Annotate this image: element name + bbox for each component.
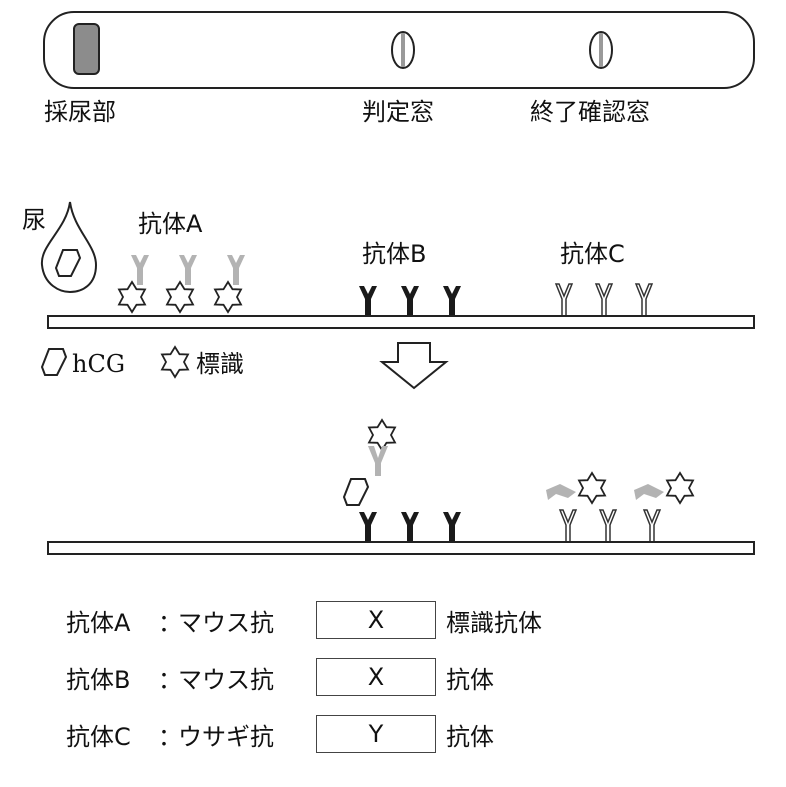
row-suffix: 標識抗体 — [446, 608, 542, 637]
sandwich-complex — [343, 419, 396, 506]
label-urine: 尿 — [22, 206, 46, 234]
marker-star-icon — [578, 472, 606, 504]
arrow-down-icon — [379, 342, 449, 390]
marker-star-icon — [368, 419, 396, 451]
marker-star-icon — [666, 472, 694, 504]
antibody-b-group — [359, 286, 461, 316]
sample-pad — [73, 23, 100, 75]
marker-star-icon — [166, 281, 194, 313]
urine-drop-icon — [40, 201, 98, 294]
label-antibody-b: 抗体B — [362, 240, 426, 268]
completion-window — [589, 31, 613, 69]
marker-star-icon — [161, 346, 189, 378]
antibody-row-a: 抗体A ： マウス抗 X 標識抗体 — [66, 600, 542, 640]
row-description: マウス抗 — [178, 608, 274, 637]
antibody-c-group — [555, 283, 653, 317]
row-colon: ： — [158, 665, 182, 694]
row-suffix: 抗体 — [446, 665, 494, 694]
row-antibody-name: 抗体C — [66, 722, 131, 751]
row-description: ウサギ抗 — [178, 722, 274, 751]
marker-star-icon — [214, 281, 242, 313]
row-answer-box: X — [316, 601, 436, 639]
marker-star-icon — [118, 281, 146, 313]
before-reaction: 尿 抗体A 抗体B 抗体C — [22, 201, 755, 329]
row-antibody-name: 抗体A — [66, 608, 131, 637]
membrane-top — [47, 315, 755, 329]
after-reaction — [47, 419, 755, 555]
antibody-b-bound — [359, 512, 461, 542]
judgement-window — [391, 31, 415, 69]
hcg-icon — [343, 478, 369, 506]
row-answer-box: X — [316, 658, 436, 696]
test-strip: 採尿部 判定窓 終了確認窓 — [43, 11, 755, 126]
antibody-row-b: 抗体B ： マウス抗 X 抗体 — [66, 657, 494, 697]
row-answer-box: Y — [316, 715, 436, 753]
row-antibody-name: 抗体B — [66, 665, 131, 694]
label-antibody-a: 抗体A — [138, 210, 203, 238]
label-antibody-c: 抗体C — [560, 240, 625, 268]
row-description: マウス抗 — [178, 665, 274, 694]
hcg-icon — [41, 348, 67, 376]
antibody-row-c: 抗体C ： ウサギ抗 Y 抗体 — [66, 714, 494, 754]
legend: hCG 標識 — [41, 346, 244, 378]
label-judgement-window: 判定窓 — [362, 98, 434, 126]
membrane-bottom — [47, 541, 755, 555]
row-suffix: 抗体 — [446, 722, 494, 751]
legend-marker: 標識 — [196, 350, 244, 378]
label-sample-pad: 採尿部 — [44, 98, 116, 126]
label-completion-window: 終了確認窓 — [530, 98, 650, 126]
row-colon: ： — [158, 608, 182, 637]
legend-hcg: hCG — [72, 350, 125, 378]
antibody-c-bound — [546, 472, 694, 543]
row-colon: ： — [158, 722, 182, 751]
antibody-a-group — [118, 255, 245, 313]
